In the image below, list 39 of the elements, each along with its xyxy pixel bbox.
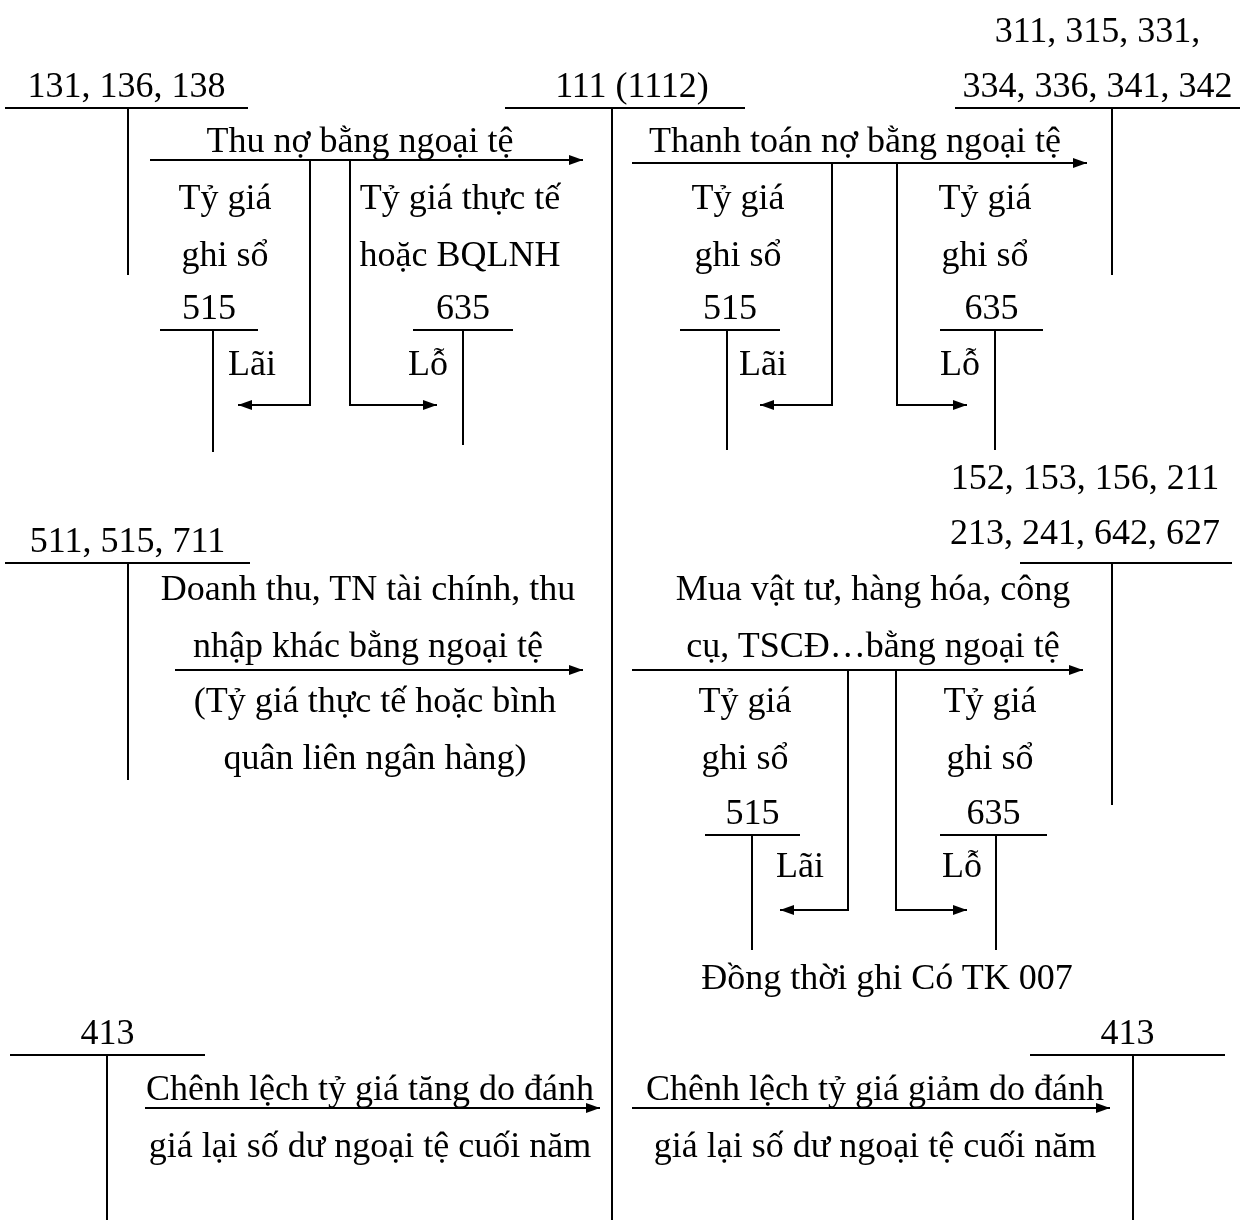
account-number: 111 (1112)	[554, 64, 710, 107]
note-text: Tỷ giá ghi sổ	[690, 176, 786, 276]
edge-label: Lỗ	[407, 342, 449, 385]
note-text: Tỷ giá ghi sổ	[697, 679, 793, 779]
account-number: 152, 153, 156, 211 213, 241, 642, 627	[949, 456, 1221, 554]
account-number: 131, 136, 138	[26, 64, 227, 107]
note-text: Tỷ giá ghi sổ	[177, 176, 273, 276]
edge-label: Mua vật tư, hàng hóa, công cụ, TSCĐ…bằng ngoại tệ	[674, 567, 1072, 667]
note-text: Đồng thời ghi Có TK 007	[700, 956, 1074, 999]
edge-label: Lãi	[775, 844, 825, 887]
edge-label: Chênh lệch tỷ giá tăng do đánh giá lại số dư ngoại tệ cuối năm	[145, 1067, 595, 1167]
account-number: 515	[702, 286, 758, 329]
account-number: 635	[963, 286, 1020, 329]
account-number: 635	[435, 286, 491, 329]
account-number: 515	[724, 791, 781, 834]
arrow	[174, 665, 584, 675]
note-text: (Tỷ giá thực tế hoặc bình quân liên ngân hàng)	[192, 679, 558, 779]
account-number: 515	[181, 286, 237, 329]
edge-label: Doanh thu, TN tài chính, thu nhập khác bằng ngoại tệ	[159, 567, 577, 667]
account-number: 311, 315, 331, 334, 336, 341, 342	[961, 9, 1234, 107]
edge-label: Lỗ	[941, 844, 983, 887]
arrow	[631, 1103, 1111, 1113]
note-text: Tỷ giá ghi sổ	[942, 679, 1038, 779]
note-text: Tỷ giá ghi sổ	[937, 176, 1033, 276]
edge-label: Lỗ	[939, 342, 981, 385]
edge-label: Lãi	[227, 342, 277, 385]
account-number: 413	[1099, 1011, 1156, 1054]
arrow	[631, 669, 968, 915]
edge-label: Thanh toán nợ bằng ngoại tệ	[648, 119, 1062, 162]
edge-label: Thu nợ bằng ngoại tệ	[205, 119, 515, 162]
arrow	[631, 162, 968, 410]
edge-label: Chênh lệch tỷ giá giảm do đánh giá lại số dư ngoại tệ cuối năm	[645, 1067, 1105, 1167]
arrow	[149, 159, 438, 410]
arrow	[144, 1103, 601, 1113]
edge-label: Lãi	[738, 342, 788, 385]
account-number: 511, 515, 711	[28, 519, 227, 562]
note-text: Tỷ giá thực tế hoặc BQLNH	[358, 176, 562, 276]
account-number: 635	[965, 791, 1022, 834]
account-number: 413	[79, 1011, 136, 1054]
